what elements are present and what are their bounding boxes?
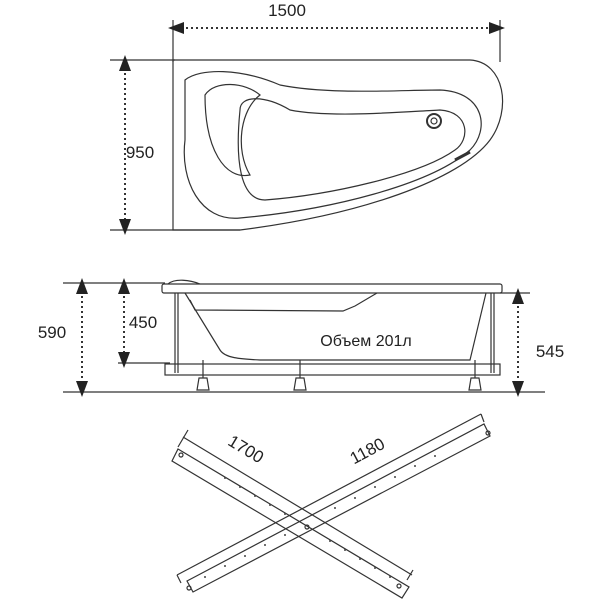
long-bar [171, 448, 410, 599]
bolt-holes [204, 455, 436, 578]
drain-icon [426, 113, 442, 129]
frame-height-label: 545 [536, 342, 564, 361]
side-view [63, 278, 545, 397]
depth-label: 950 [126, 143, 154, 162]
tub-outline [172, 59, 504, 231]
basin-outline [237, 98, 466, 201]
adjustable-leg-icon [196, 360, 482, 391]
volume-label: Объем 201л [320, 333, 411, 350]
top-view [110, 20, 505, 235]
short-bar-label: 1180 [347, 434, 388, 468]
width-label: 1500 [268, 1, 306, 20]
total-height-label: 590 [38, 323, 66, 342]
tub-rim [161, 283, 503, 294]
frame-bars [171, 413, 491, 599]
base-frame [164, 363, 501, 376]
long-bar-label: 1700 [225, 431, 267, 467]
tub-depth-label: 450 [129, 313, 157, 332]
